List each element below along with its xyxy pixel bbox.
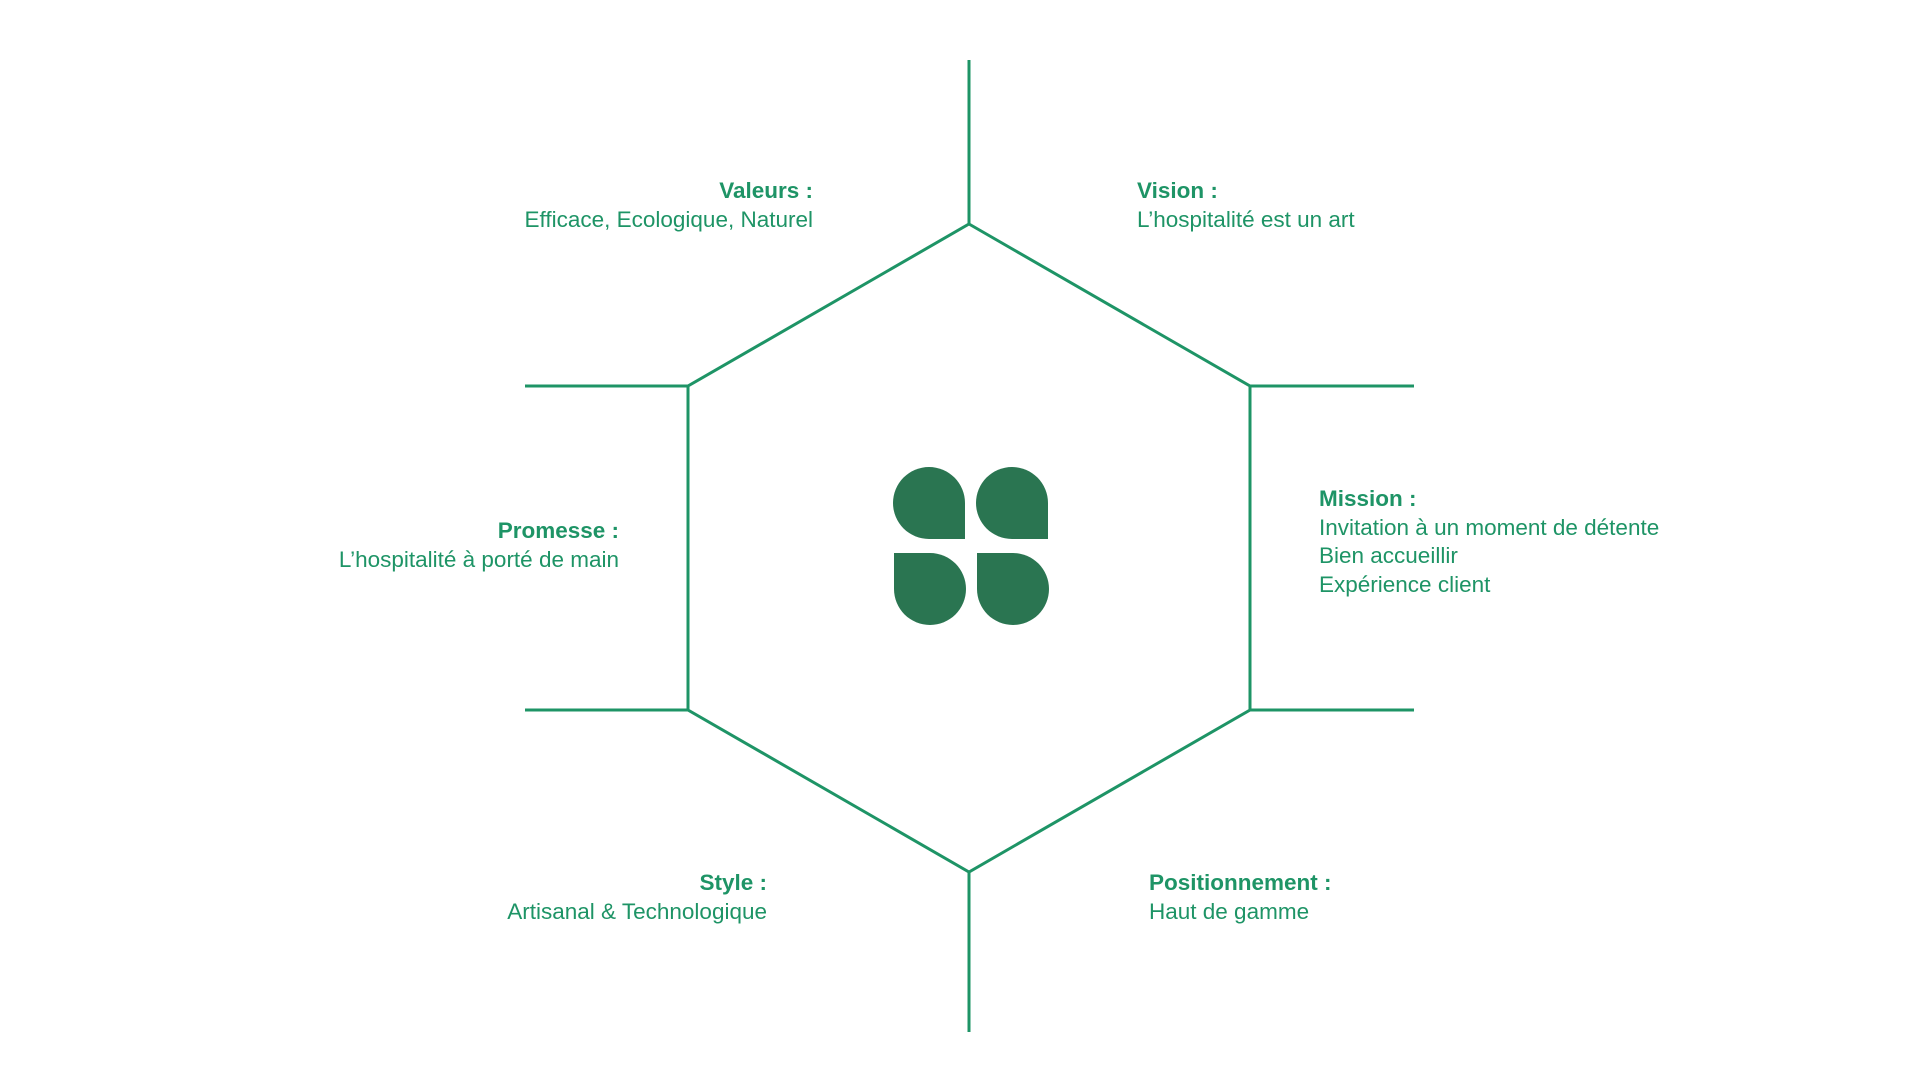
mission-line-1: Invitation à un moment de détente <box>1319 514 1660 540</box>
promesse-title: Promesse : <box>497 518 619 543</box>
hexagon-frame <box>525 60 1414 1032</box>
style-line-1: Artisanal & Technologique <box>507 898 767 924</box>
style-title: Style : <box>699 870 767 895</box>
vision-title: Vision : <box>1137 178 1218 203</box>
positionnement-line-1: Haut de gamme <box>1149 898 1310 924</box>
valeurs-block: Valeurs : Efficace, Ecologique, Naturel <box>524 177 813 234</box>
mission-line-3: Expérience client <box>1319 571 1491 597</box>
vision-block: Vision : L’hospitalité est un art <box>1137 177 1355 234</box>
style-block: Style : Artisanal & Technologique <box>507 869 767 926</box>
hexagon-outline <box>686 222 1252 874</box>
logo-petal-top-left <box>893 467 965 539</box>
mission-title: Mission : <box>1319 486 1417 511</box>
four-petal-logo-icon <box>893 467 1049 625</box>
mission-line-2: Bien accueillir <box>1319 543 1458 568</box>
promesse-line-1: L’hospitalité à porté de main <box>338 546 619 572</box>
logo-petal-bottom-right <box>977 553 1049 625</box>
logo-petal-top-right <box>976 467 1048 539</box>
vision-line-1: L’hospitalité est un art <box>1137 206 1355 232</box>
valeurs-title: Valeurs : <box>719 178 813 203</box>
valeurs-line-1: Efficace, Ecologique, Naturel <box>524 206 813 232</box>
positionnement-block: Positionnement : Haut de gamme <box>1149 869 1332 926</box>
promesse-block: Promesse : L’hospitalité à porté de main <box>339 517 619 574</box>
logo-petal-bottom-left <box>894 553 966 625</box>
positionnement-title: Positionnement : <box>1149 870 1332 895</box>
mission-block: Mission : Invitation à un moment de déte… <box>1319 485 1659 599</box>
